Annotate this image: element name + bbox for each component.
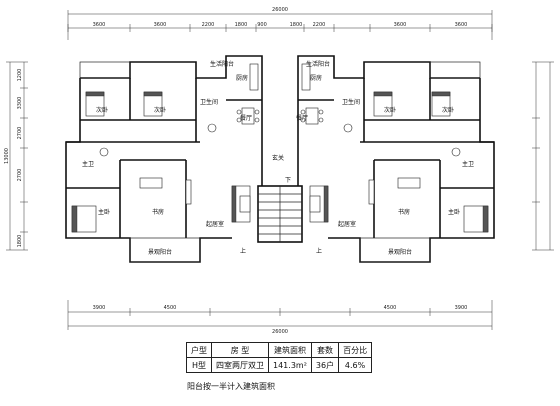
cell-area: 141.3m² bbox=[268, 357, 312, 373]
room-study-r: 书房 bbox=[398, 208, 410, 216]
header-unit-type: 户型 bbox=[186, 342, 212, 358]
room-bath-l: 卫生间 bbox=[200, 98, 218, 106]
dim-top-7: 2200 bbox=[313, 22, 326, 28]
room-entrance: 玄关 bbox=[272, 154, 284, 162]
room-bed3-r: 次卧 bbox=[442, 106, 454, 114]
room-kitchen-r: 厨房 bbox=[310, 74, 322, 82]
room-kitchen-l: 厨房 bbox=[236, 74, 248, 82]
dim-left-3: 2700 bbox=[17, 127, 23, 140]
room-bath-r: 卫生间 bbox=[342, 98, 360, 106]
dim-top-8: 3600 bbox=[394, 22, 407, 28]
room-dining-r: 餐厅 bbox=[296, 114, 308, 122]
dim-top-9: 3600 bbox=[455, 22, 468, 28]
header-room-type: 房 型 bbox=[211, 342, 269, 358]
dim-bottom-3: 4500 bbox=[384, 305, 397, 311]
unit-info-table: 户型 房 型 建筑面积 套数 百分比 H型 四室两厅双卫 141.3m² 36户… bbox=[186, 342, 373, 373]
dim-total-top: 26000 bbox=[272, 7, 288, 13]
dim-left-total: 13000 bbox=[4, 148, 10, 164]
room-view-balcony-r: 景观阳台 bbox=[388, 248, 412, 256]
room-bed2-r: 次卧 bbox=[384, 106, 396, 114]
stair-down: 下 bbox=[285, 177, 291, 184]
header-count: 套数 bbox=[310, 342, 340, 358]
top-dimensions: 26000 3600 3600 2200 1800 900 1800 2200 … bbox=[67, 7, 493, 40]
room-main-bath-r: 主卫 bbox=[462, 160, 474, 168]
dim-left-5: 1800 bbox=[17, 235, 23, 248]
dim-bottom-1: 3900 bbox=[93, 305, 106, 311]
dim-bottom-2: 4500 bbox=[164, 305, 177, 311]
dim-top-1: 3600 bbox=[93, 22, 106, 28]
room-dining-l: 餐厅 bbox=[240, 114, 252, 122]
right-dimensions bbox=[532, 61, 554, 251]
header-percent: 百分比 bbox=[338, 342, 373, 358]
cell-count: 36户 bbox=[310, 357, 340, 373]
left-dimensions: 1200 3300 2700 13000 2700 1800 bbox=[4, 61, 28, 251]
dim-left-2: 3300 bbox=[17, 97, 23, 110]
cell-unit-type: H型 bbox=[186, 357, 212, 373]
dim-top-6: 1800 bbox=[290, 22, 303, 28]
table-header-row: 户型 房 型 建筑面积 套数 百分比 bbox=[186, 342, 373, 358]
dim-left-4: 2700 bbox=[17, 169, 23, 182]
area-note: 阳台按一半计入建筑面积 bbox=[187, 382, 275, 391]
room-living-balcony-r: 生活阳台 bbox=[306, 60, 330, 68]
room-main-bath-l: 主卫 bbox=[82, 160, 94, 168]
room-study-l: 书房 bbox=[152, 208, 164, 216]
room-bed2-l: 次卧 bbox=[96, 106, 108, 114]
dim-top-3: 2200 bbox=[202, 22, 215, 28]
walls bbox=[65, 55, 495, 263]
bottom-dimensions: 3900 4500 4500 3900 26000 bbox=[67, 300, 493, 335]
table-row: H型 四室两厅双卫 141.3m² 36户 4.6% bbox=[186, 357, 373, 373]
room-master-r: 主卧 bbox=[448, 208, 460, 216]
room-living-r: 起居室 bbox=[338, 220, 356, 228]
room-master-l: 主卧 bbox=[98, 208, 110, 216]
room-labels: 生活阳台 厨房 生活阳台 厨房 次卧 次卧 次卧 次卧 卫生间 卫生间 餐厅 餐… bbox=[82, 60, 474, 256]
cell-percent: 4.6% bbox=[338, 357, 373, 373]
dim-total-bottom: 26000 bbox=[272, 329, 288, 335]
stair-up-l: 上 bbox=[240, 247, 246, 255]
header-area: 建筑面积 bbox=[268, 342, 312, 358]
cell-room-type: 四室两厅双卫 bbox=[211, 357, 269, 373]
room-bed3-l: 次卧 bbox=[154, 106, 166, 114]
dim-bottom-4: 3900 bbox=[455, 305, 468, 311]
furniture bbox=[71, 63, 489, 233]
dim-top-5: 900 bbox=[257, 22, 267, 28]
dim-top-4: 1800 bbox=[235, 22, 248, 28]
room-living-l: 起居室 bbox=[206, 220, 224, 228]
dim-left-1: 1200 bbox=[17, 69, 23, 82]
stair-up-r: 上 bbox=[316, 247, 322, 255]
room-living-balcony-l: 生活阳台 bbox=[210, 60, 234, 68]
room-view-balcony-l: 景观阳台 bbox=[148, 248, 172, 256]
dim-top-2: 3600 bbox=[154, 22, 167, 28]
